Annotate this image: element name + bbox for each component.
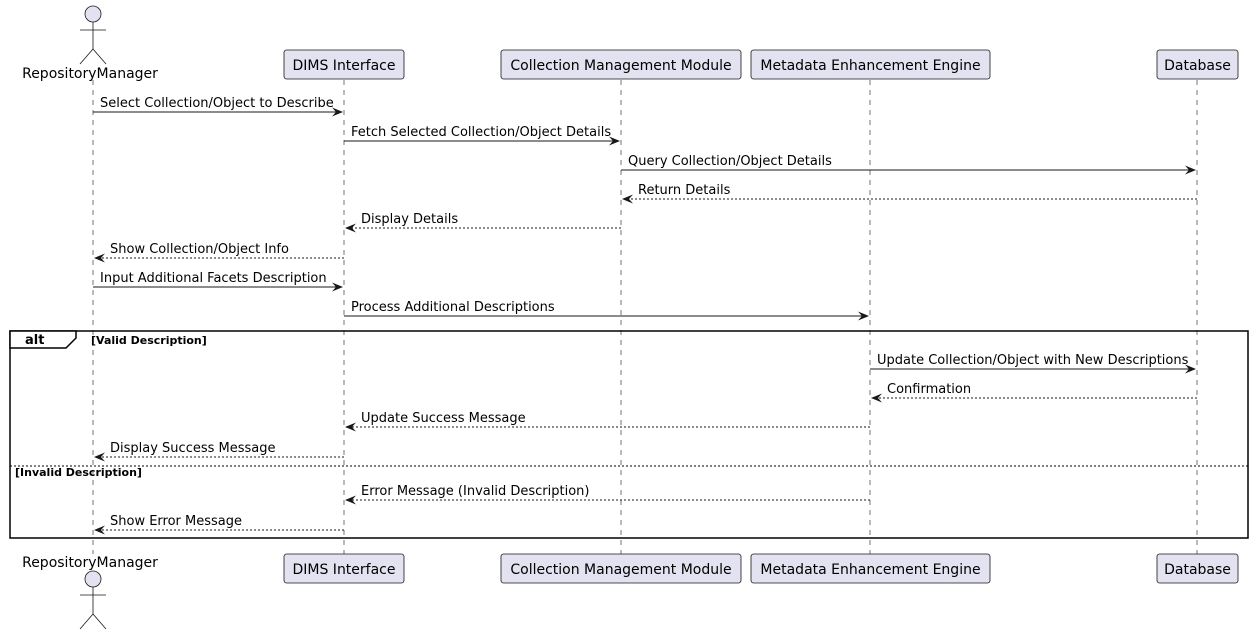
message-label: Update Success Message [361, 411, 526, 426]
message-label: Display Success Message [110, 441, 276, 456]
arrow-head [332, 107, 343, 117]
alt-keyword: alt [25, 333, 44, 348]
lifelines [92, 80, 1198, 554]
message-label: Query Collection/Object Details [628, 154, 832, 169]
arrow-head [622, 194, 633, 204]
arrow-head [94, 452, 105, 462]
arrow-head [94, 525, 105, 535]
message: Display Success Message [94, 441, 344, 462]
participants-top: RepositoryManager DIMS Interface Collectio… [22, 5, 1239, 82]
participant-cmm-bottom: Collection Management Module [500, 553, 742, 584]
message: Input Additional Facets Description [93, 271, 343, 292]
participant-label: Collection Management Module [510, 58, 731, 74]
participant-db-bottom: Database [1156, 553, 1239, 584]
participant-label: Database [1164, 562, 1231, 578]
participant-dims-top: DIMS Interface [283, 49, 405, 80]
message-label: Update Collection/Object with New Descri… [877, 353, 1189, 368]
message: Display Details [345, 212, 621, 233]
arrow-head [871, 393, 882, 403]
alt-tab [9, 330, 77, 349]
participant-cmm-top: Collection Management Module [500, 49, 742, 80]
participant-label: RepositoryManager [22, 555, 158, 571]
participant-db-top: Database [1156, 49, 1239, 80]
message: Show Collection/Object Info [94, 242, 344, 263]
message: Show Error Message [94, 514, 344, 535]
message-label: Select Collection/Object to Describe [100, 96, 334, 111]
arrow-head [345, 422, 356, 432]
guard-invalid: [Invalid Description] [15, 466, 142, 479]
participant-label: DIMS Interface [292, 58, 395, 74]
arrow-head [94, 253, 105, 263]
message: Query Collection/Object Details [621, 154, 1196, 175]
participant-label: Metadata Enhancement Engine [760, 562, 980, 578]
alt-frame [9, 330, 1249, 539]
arrow-head [332, 282, 343, 292]
participant-mee-bottom: Metadata Enhancement Engine [750, 553, 991, 584]
arrow-head [858, 311, 869, 321]
alt-fragment: alt [Valid Description] [Invalid Descripti… [9, 330, 1249, 539]
arrow-head [1185, 165, 1196, 175]
participant-label: RepositoryManager [22, 66, 158, 82]
message-label: Input Additional Facets Description [100, 271, 327, 286]
message-label: Confirmation [887, 382, 971, 397]
message: Update Collection/Object with New Descri… [870, 353, 1196, 374]
message-label: Process Additional Descriptions [351, 300, 555, 315]
message-label: Display Details [361, 212, 458, 227]
participant-label: Database [1164, 58, 1231, 74]
message-label: Show Collection/Object Info [110, 242, 289, 257]
message: Error Message (Invalid Description) [345, 484, 870, 505]
message: Update Success Message [345, 411, 870, 432]
participant-label: Metadata Enhancement Engine [760, 58, 980, 74]
message-label: Show Error Message [110, 514, 242, 529]
arrow-head [345, 495, 356, 505]
arrow-head [609, 136, 620, 146]
arrow-head [1185, 364, 1196, 374]
messages: Select Collection/Object to DescribeFetc… [93, 96, 1197, 535]
message-label: Fetch Selected Collection/Object Details [351, 125, 611, 140]
message: Confirmation [871, 382, 1197, 403]
message-label: Return Details [638, 183, 731, 198]
message: Select Collection/Object to Describe [93, 96, 343, 117]
actor-figure-icon [79, 570, 107, 630]
participant-label: Collection Management Module [510, 562, 731, 578]
participants-bottom: RepositoryManager DIMS Interface Collectio… [22, 553, 1239, 630]
guard-valid: [Valid Description] [91, 334, 207, 347]
message: Return Details [622, 183, 1197, 204]
actor-figure-icon [79, 5, 107, 65]
message-label: Error Message (Invalid Description) [361, 484, 589, 499]
participant-mee-top: Metadata Enhancement Engine [750, 49, 991, 80]
participant-dims-bottom: DIMS Interface [283, 553, 405, 584]
actor-top: RepositoryManager [22, 5, 158, 82]
message: Fetch Selected Collection/Object Details [344, 125, 620, 146]
message: Process Additional Descriptions [344, 300, 869, 321]
actor-bottom: RepositoryManager [22, 555, 158, 630]
participant-label: DIMS Interface [292, 562, 395, 578]
arrow-head [345, 223, 356, 233]
